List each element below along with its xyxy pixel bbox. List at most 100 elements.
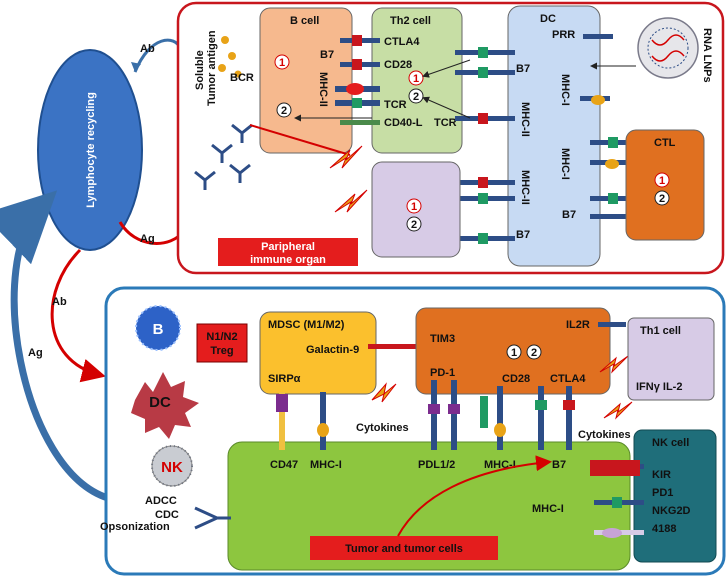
il2r-receptor [598, 322, 626, 327]
n1n2-label: N1/N2 [206, 331, 237, 343]
antibody-icons [194, 123, 253, 190]
rna-lnp-icon [637, 17, 699, 79]
th2-step2-circle [408, 88, 424, 104]
cdc-label: CDC [155, 509, 179, 521]
dc-label: DC [540, 13, 556, 25]
tcell-step1-circle [506, 344, 522, 360]
bcr-label: BCR [230, 72, 254, 84]
th2-cd40l-label: CD40-L [384, 117, 423, 129]
dc-icon: DC [131, 372, 199, 439]
th2-step1-label: 1 [413, 73, 419, 85]
peripheral-organ-label-2: immune organ [250, 254, 326, 266]
peripheral-organ-label-box [218, 238, 358, 266]
kir-label: KIR [652, 469, 671, 481]
th2-cell-label: Th2 cell [390, 15, 431, 27]
b-step1-circle [274, 54, 290, 70]
tumor-label-box [310, 536, 498, 560]
b-cell-b7-label: B7 [320, 49, 334, 61]
lightning-1 [329, 145, 363, 169]
adcc-label: ADCC [145, 495, 177, 507]
t-step1-label: 1 [411, 201, 417, 213]
ctl-step2-circle [654, 190, 670, 206]
lightning-cytokines-right [603, 401, 633, 420]
tcell-step2-circle [526, 344, 542, 360]
mhc1-right-label: MHC-I [532, 503, 564, 515]
tcell-step2-label: 2 [531, 347, 537, 359]
il2r-label: IL2R [566, 319, 590, 331]
cd28-label: CD28 [502, 373, 530, 385]
b-cell-label: B cell [290, 15, 319, 27]
th2-cd28-label: CD28 [384, 59, 412, 71]
soluble-antigen-icons [218, 36, 242, 78]
dc-b7-right-label: B7 [562, 209, 576, 221]
nkg2d-label: NKG2D [652, 505, 691, 517]
dc-mhc1-label: MHC-I [559, 74, 571, 106]
sirpa-label: SIRPα [268, 373, 301, 385]
ag-arrow-up [0, 190, 110, 502]
soluble-label-2: Tumor antigen [206, 30, 218, 106]
dc-mhc2b-label: MHC-II [519, 170, 531, 205]
treg-label: Treg [210, 345, 233, 357]
th1-cell [627, 317, 715, 401]
nk-cell-label: NK cell [652, 437, 689, 449]
dc-mhc2-label: MHC-II [519, 102, 531, 137]
peripheral-organ-label-1: Paripheral [261, 241, 315, 253]
th1-label: Th1 cell [640, 325, 681, 337]
rna-lnps-label: RNA LNPs [701, 28, 713, 83]
pd1-nk-label: PD1 [652, 487, 673, 499]
ag-label-left: Ag [28, 347, 43, 359]
nk-cell [633, 429, 717, 563]
pdl-label: PDL1/2 [418, 459, 455, 471]
cytokines-right-label: Cytokines [578, 429, 631, 441]
lightning-2 [334, 189, 368, 213]
tumor-receptor-pairs [276, 380, 575, 450]
nk-kir-arrow [590, 460, 640, 476]
th2-step1-circle [408, 70, 424, 86]
tumor-to-b7-arrow [397, 455, 552, 537]
b7-label: B7 [552, 459, 566, 471]
th2-step2-label: 2 [413, 91, 419, 103]
dc-icon-label: DC [149, 394, 171, 411]
b-step1-label: 1 [279, 57, 285, 69]
lightning-cytokines-left [371, 382, 397, 403]
ctl-step2-label: 2 [659, 193, 665, 205]
galactin-receptor [368, 344, 418, 349]
mdsc-cell [259, 311, 377, 395]
b-icon-label: B [153, 321, 164, 338]
ctla4-label: CTLA4 [550, 373, 586, 385]
ab-arrow-down [50, 248, 106, 383]
ag-label-top: Ag [140, 233, 155, 245]
antibody-opsonization-icon [194, 506, 231, 530]
th2-tcr2-label: TCR [434, 117, 457, 129]
t-step2-label: 2 [411, 219, 417, 231]
bcell-th2-receptors [335, 35, 380, 125]
nk-icon-label: NK [161, 459, 183, 476]
nk-icon: NK [151, 445, 193, 487]
b-cell-icon: B [135, 305, 181, 351]
t-step1-circle [406, 198, 422, 214]
t-step2-circle [406, 216, 422, 232]
lymphocyte-recycling-node: Lymphocyte recycling [37, 49, 143, 251]
lymphocyte-recycling-label: Lymphocyte recycling [85, 92, 97, 208]
b-step2-circle [276, 102, 292, 118]
cd47-label: CD47 [270, 459, 298, 471]
dc-prr-label: PRR [552, 29, 575, 41]
th2-tcr-label: TCR [384, 99, 407, 111]
tcell-step1-label: 1 [511, 347, 517, 359]
n1n2-treg-box [196, 323, 248, 363]
tim3-label: TIM3 [430, 333, 455, 345]
dc-b7-bottom-label: B7 [516, 229, 530, 241]
ab-label-top: Ab [140, 43, 155, 55]
dc-mhc1b-label: MHC-I [559, 148, 571, 180]
b-cell-mhc2-label: MHC-II [317, 72, 329, 107]
dc-receptors [455, 34, 630, 244]
b-step2-label: 2 [281, 105, 287, 117]
dc-b7-top-label: B7 [516, 63, 530, 75]
th2-ctla4-label: CTLA4 [384, 36, 420, 48]
ctl-label: CTL [654, 137, 676, 149]
tumor-cells-label: Tumor and tumor cells [345, 543, 463, 555]
soluble-label-1: Soluble [194, 50, 206, 90]
opsonization-label: Opsonization [100, 521, 170, 533]
n4188-label: 4188 [652, 523, 676, 535]
